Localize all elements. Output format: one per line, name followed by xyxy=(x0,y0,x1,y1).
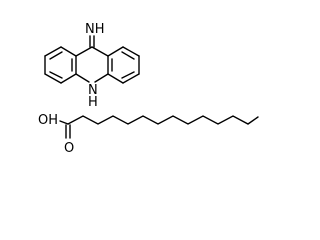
imine-nh-label: NH xyxy=(85,22,105,37)
imine-double-bond xyxy=(89,35,95,48)
carbonyl-oxygen-label: O xyxy=(64,141,74,156)
acridine-molecule: NH N H xyxy=(44,22,140,110)
right-benzene-ring xyxy=(107,46,140,84)
left-benzene-ring xyxy=(44,46,77,84)
ring-nitrogen-label: N xyxy=(88,83,98,98)
ring-hydrogen-label: H xyxy=(88,95,98,110)
carbonyl-double-bond xyxy=(65,124,71,139)
hydroxyl-label: OH xyxy=(38,113,58,128)
carbon-chain xyxy=(67,115,259,125)
fatty-acid-molecule: OH O xyxy=(38,113,259,156)
hydroxyl-bond xyxy=(59,120,69,125)
central-ring xyxy=(75,46,109,83)
chemical-structure-diagram: NH N H OH O xyxy=(38,22,259,156)
